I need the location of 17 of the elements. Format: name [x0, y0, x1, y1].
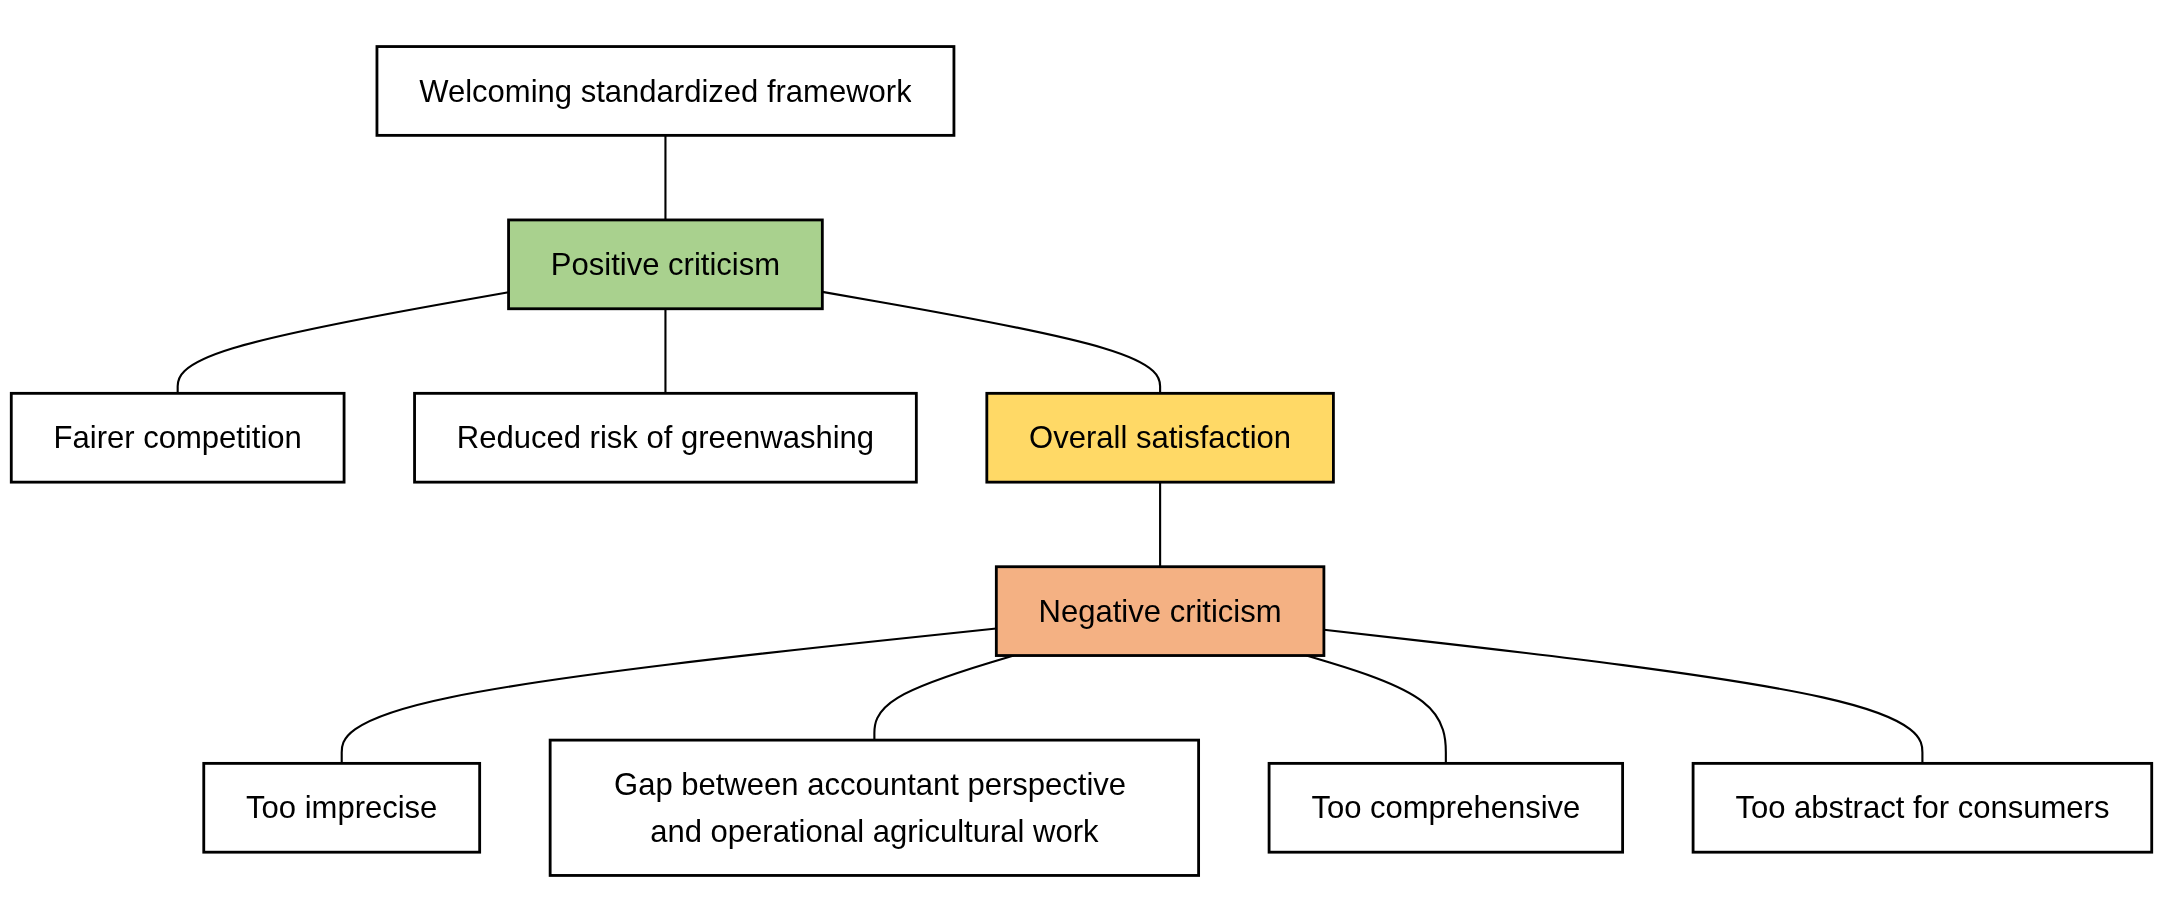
connector [340, 627, 997, 764]
connector [664, 308, 667, 394]
node-box: Welcoming standardized framework [375, 45, 956, 137]
node-box: Too imprecise [202, 761, 482, 854]
node-box: Fairer competition [9, 391, 346, 484]
node-box: Too comprehensive [1267, 761, 1624, 854]
connector [822, 290, 1162, 394]
node-box: Too abstract for consumers [1691, 761, 2154, 854]
connector [1323, 628, 1924, 764]
connector [664, 135, 667, 220]
node-box: Positive criticism [507, 218, 824, 311]
node-box: Gap between accountant perspective and operational agricultural work [548, 738, 1200, 877]
node-box: Reduced risk of greenwashing [413, 391, 918, 484]
node-box: Overall satisfaction [985, 391, 1335, 484]
connector [176, 291, 509, 394]
connector [1159, 482, 1162, 567]
node-box: Negative criticism [994, 565, 1326, 657]
